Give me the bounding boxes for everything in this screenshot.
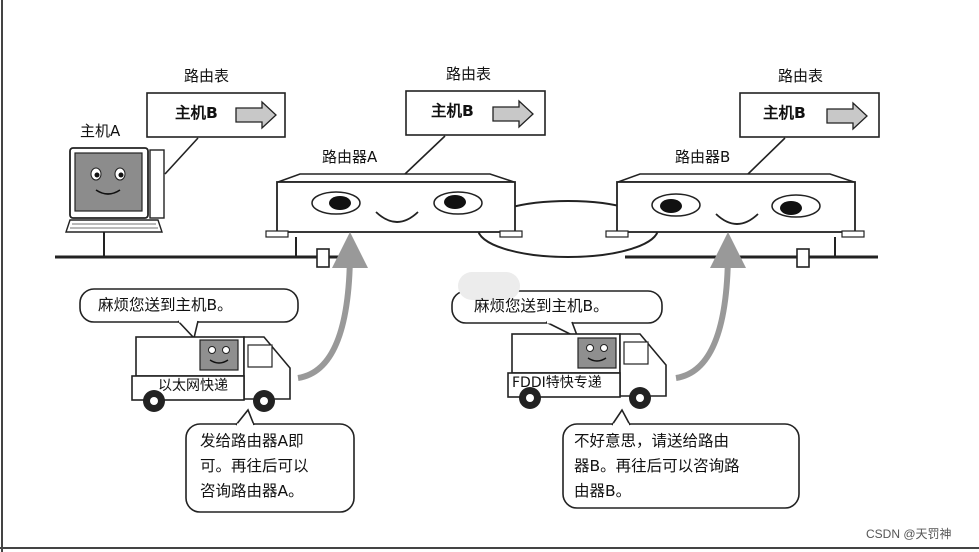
left-forward-arrow bbox=[297, 232, 368, 381]
watermark: CSDN @天罚神 bbox=[866, 527, 952, 541]
right-forward-arrow bbox=[675, 232, 746, 381]
router-a-label: 路由器A bbox=[322, 148, 378, 166]
ethernet-terminator bbox=[316, 248, 330, 268]
routing-table-middle-box bbox=[405, 90, 546, 136]
left-truck bbox=[131, 336, 291, 412]
routing-table-middle-title: 路由表 bbox=[446, 65, 492, 83]
left-request-text: 麻烦您送到主机B。 bbox=[98, 296, 233, 314]
left-truck-label: 以太网快递 bbox=[158, 378, 228, 394]
faint-highlight bbox=[458, 272, 520, 300]
router-b-device bbox=[605, 173, 865, 257]
left-reply-bubble-shape bbox=[185, 423, 355, 513]
routing-table-right-title: 路由表 bbox=[778, 67, 824, 85]
routing-table-right-box bbox=[739, 92, 880, 138]
left-reply-line-1: 发给路由器A即 bbox=[200, 432, 304, 450]
router-b-label: 路由器B bbox=[675, 148, 731, 166]
host-a-label: 主机A bbox=[80, 122, 121, 140]
right-reply-line-1: 不好意思，请送给路由 bbox=[574, 432, 730, 450]
routing-table-left-title: 路由表 bbox=[184, 67, 230, 85]
right-reply-bubble-shape bbox=[562, 423, 800, 509]
routing-table-middle-entry: 主机B bbox=[431, 102, 474, 120]
right-request-text: 麻烦您送到主机B。 bbox=[474, 297, 609, 315]
right-network-terminator bbox=[796, 248, 810, 268]
router-a-device bbox=[265, 173, 523, 257]
right-truck bbox=[507, 333, 667, 409]
host-a-computer bbox=[65, 147, 165, 257]
right-truck-label: FDDI特快专递 bbox=[512, 375, 602, 391]
left-reply-line-3: 咨询路由器A。 bbox=[200, 482, 304, 500]
routing-table-right-entry: 主机B bbox=[763, 104, 806, 122]
routing-table-left-box bbox=[146, 92, 286, 138]
right-reply-line-3: 由器B。 bbox=[574, 482, 632, 500]
right-reply-line-2: 器B。再往后可以咨询路 bbox=[574, 457, 740, 475]
left-reply-line-2: 可。再往后可以 bbox=[200, 457, 309, 475]
routing-table-left-entry: 主机B bbox=[175, 104, 218, 122]
